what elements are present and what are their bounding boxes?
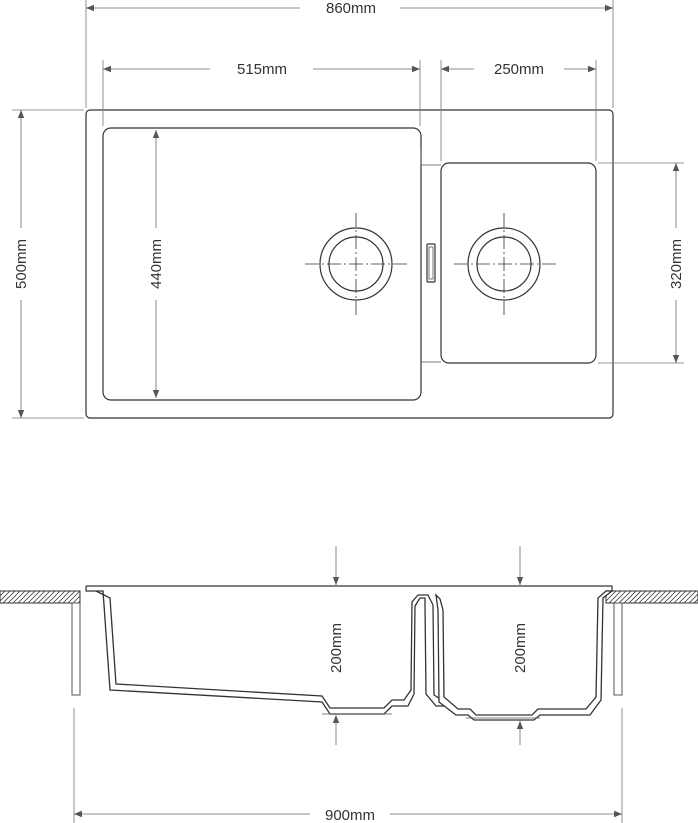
label-small-bowl-height: 200mm	[512, 623, 529, 673]
hatch-line	[62, 590, 76, 604]
section-view: 200mm 200mm 900mm	[0, 546, 698, 823]
label-cutout-width: 900mm	[325, 807, 375, 823]
hatch-line	[623, 590, 637, 604]
dimension-small-bowl-width: 250mm	[441, 61, 596, 78]
dimension-cutout-width: 900mm	[73, 708, 623, 823]
label-small-bowl-width: 250mm	[494, 61, 544, 78]
countertop-left	[0, 590, 81, 604]
label-big-bowl-height: 200mm	[328, 623, 345, 673]
hatch-line	[17, 590, 31, 604]
overflow-slot	[426, 243, 436, 283]
hatch-line	[663, 590, 677, 604]
hatch-line	[52, 590, 66, 604]
dimension-small-bowl-height: 200mm	[512, 546, 529, 745]
sink-rim	[85, 585, 613, 592]
big-bowl-drain	[305, 213, 410, 318]
hatch-line	[693, 598, 698, 604]
hatch-line	[683, 590, 697, 604]
hatch-line	[678, 590, 692, 604]
sink-outer-outline	[85, 109, 614, 419]
hatch-line	[653, 590, 667, 604]
hatch-line	[613, 590, 627, 604]
dimension-overall-width: 860mm	[86, 0, 613, 17]
dimension-small-bowl-depth: 320mm	[598, 162, 685, 364]
hatch-line	[618, 590, 632, 604]
top-view: 860mm 515mm 250mm 500mm 440mm	[12, 0, 685, 419]
hatch-line	[72, 595, 81, 604]
dimension-big-bowl-depth: 440mm	[148, 130, 165, 398]
hatch-line	[648, 590, 662, 604]
cabinet-leg-right	[613, 602, 623, 696]
hatch-line	[42, 590, 56, 604]
divider-ridge	[420, 150, 441, 363]
hatch-line	[628, 590, 642, 604]
dimension-big-bowl-height: 200mm	[328, 546, 345, 745]
label-big-bowl-width: 515mm	[237, 61, 287, 78]
hatch-line	[67, 590, 81, 604]
hatch-line	[57, 590, 71, 604]
hatch-line	[37, 590, 51, 604]
hatch-line	[32, 590, 46, 604]
big-bowl-section	[95, 590, 448, 715]
hatch-line	[638, 590, 652, 604]
big-bowl-outline	[102, 127, 422, 401]
small-bowl-section	[435, 590, 614, 721]
small-bowl-drain	[454, 213, 556, 318]
label-small-bowl-depth: 320mm	[668, 239, 685, 289]
hatch-line	[12, 590, 26, 604]
hatch-line	[658, 590, 672, 604]
dimension-big-bowl-width: 515mm	[103, 61, 420, 78]
small-bowl-outline	[440, 162, 597, 364]
hatch-line	[0, 590, 11, 602]
label-overall-depth: 500mm	[13, 239, 30, 289]
overflow-slot-inner	[428, 246, 434, 280]
cabinet-leg-left	[71, 602, 81, 696]
hatch-line	[7, 590, 21, 604]
dimension-overall-depth: 500mm	[12, 109, 84, 419]
hatch-line	[643, 590, 657, 604]
hatch-line	[605, 590, 617, 602]
hatch-line	[688, 593, 698, 604]
hatch-line	[27, 590, 41, 604]
hatch-line	[2, 590, 16, 604]
hatch-line	[608, 590, 622, 604]
hatch-line	[668, 590, 682, 604]
label-overall-width: 860mm	[326, 0, 376, 17]
countertop-right	[605, 590, 698, 604]
hatch-line	[673, 590, 687, 604]
hatch-line	[22, 590, 36, 604]
hatch-line	[633, 590, 647, 604]
hatch-line	[47, 590, 61, 604]
label-big-bowl-depth: 440mm	[148, 239, 165, 289]
hatch-line	[0, 590, 6, 597]
